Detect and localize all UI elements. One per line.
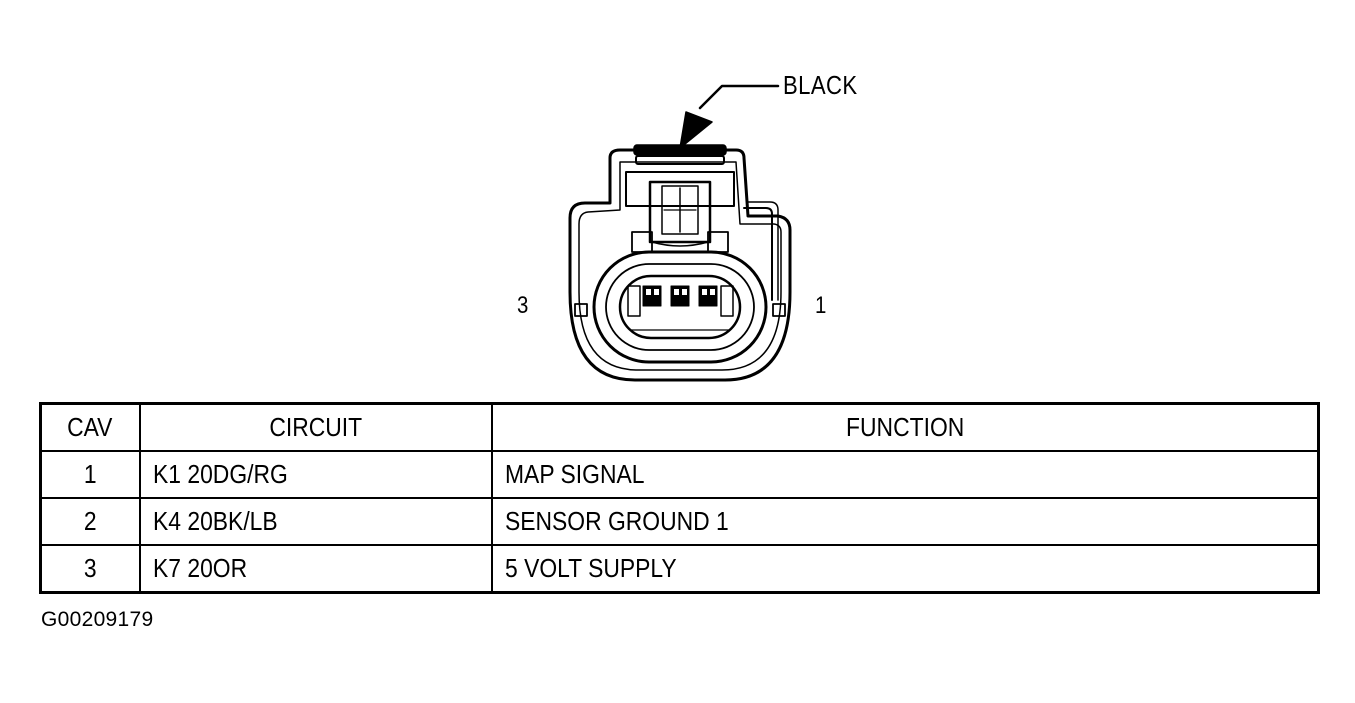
connector-face-diagram: [568, 84, 792, 382]
pinout-table: CAV CIRCUIT FUNCTION 1 K1 20DG/RG MAP SI…: [39, 402, 1320, 594]
table-row: 3 K7 20OR 5 VOLT SUPPLY: [39, 544, 1320, 594]
connector-housing: [568, 148, 792, 382]
column-header-circuit: CIRCUIT: [138, 402, 493, 452]
column-header-cav: CAV: [39, 402, 141, 452]
cav-cell: 1: [39, 450, 141, 499]
locking-latch: [625, 144, 735, 253]
table-row: 1 K1 20DG/RG MAP SIGNAL: [39, 450, 1320, 499]
column-header-function: FUNCTION: [490, 402, 1320, 452]
circuit-cell: K7 20OR: [138, 544, 493, 594]
function-cell: MAP SIGNAL: [490, 450, 1320, 499]
housing-side-rail: [743, 201, 779, 301]
cav-cell: 3: [39, 544, 141, 594]
mating-face: [574, 250, 786, 364]
housing-color-callout: BLACK: [783, 70, 858, 100]
circuit-cell: K4 20BK/LB: [138, 497, 493, 546]
function-cell: SENSOR GROUND 1: [490, 497, 1320, 546]
cavity-3-label: 3: [517, 292, 529, 319]
callout-leader: [679, 84, 780, 149]
cav-cell: 2: [39, 497, 141, 546]
table-header-row: CAV CIRCUIT FUNCTION: [39, 402, 1320, 452]
figure-id: G00209179: [41, 608, 154, 631]
circuit-cell: K1 20DG/RG: [138, 450, 493, 499]
table-row: 2 K4 20BK/LB SENSOR GROUND 1: [39, 497, 1320, 546]
terminal-cavities: [627, 285, 734, 331]
cavity-1-label: 1: [815, 292, 827, 319]
function-cell: 5 VOLT SUPPLY: [490, 544, 1320, 594]
